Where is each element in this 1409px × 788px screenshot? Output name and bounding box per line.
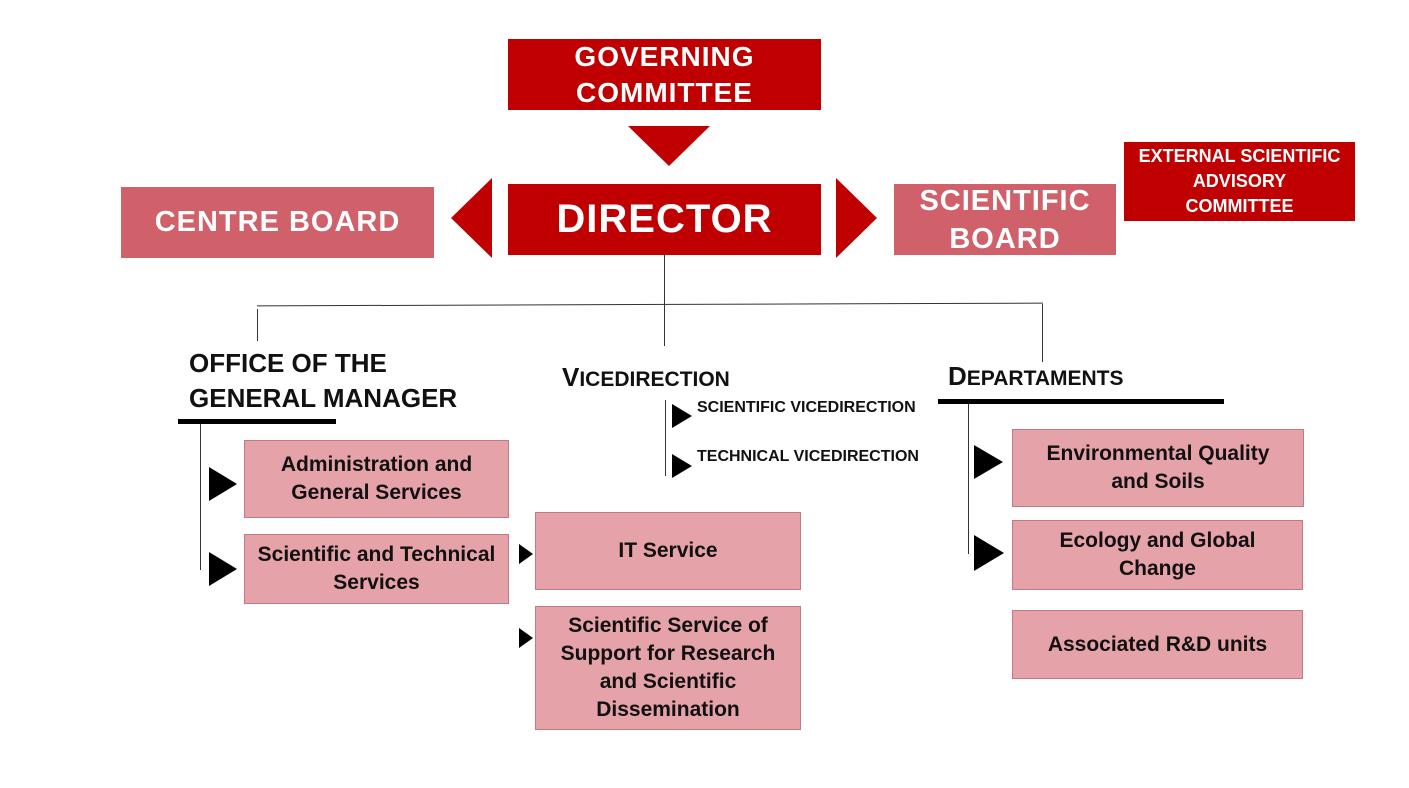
scientific-board-line1: SCIENTIFIC xyxy=(919,184,1091,217)
governing-committee-line2: COMMITTEE xyxy=(576,76,753,108)
office-underline xyxy=(178,419,336,424)
it-service-box: IT Service xyxy=(535,512,801,590)
scientific-technical-services-line2: Services xyxy=(333,571,420,594)
office-heading-line2: GENERAL MANAGER xyxy=(189,383,458,413)
director-box: DIRECTOR xyxy=(508,184,821,255)
office-branch-line xyxy=(257,309,258,341)
office-heading-line1: OFFICE OF THE xyxy=(189,348,387,378)
departments-underline xyxy=(938,399,1224,404)
scientific-board-box: SCIENTIFIC BOARD xyxy=(894,184,1116,255)
external-committee-box: EXTERNAL SCIENTIFIC ADVISORY COMMITTEE xyxy=(1124,142,1355,221)
departments-heading-cap: D xyxy=(948,361,967,391)
right-arrow-icon xyxy=(836,178,877,258)
scientific-support-service-line2: Support for Research xyxy=(560,642,776,665)
governing-committee-line1: GOVERNING xyxy=(574,40,755,72)
office-heading: OFFICE OF THE GENERAL MANAGER xyxy=(189,346,457,416)
administration-services-line2: General Services xyxy=(291,481,462,504)
departments-list-line xyxy=(968,404,969,554)
vicedirection-heading-rest: ICEDIRECTION xyxy=(579,368,730,391)
departments-branch-line xyxy=(1042,304,1043,362)
departments-heading: DEPARTAMENTS xyxy=(948,359,1124,396)
governing-committee-box: GOVERNING COMMITTEE xyxy=(508,39,821,110)
pointer-icon xyxy=(209,467,237,501)
environmental-quality-line1: Environmental Quality xyxy=(1046,442,1270,465)
external-committee-line3: COMMITTEE xyxy=(1185,196,1294,216)
left-arrow-icon xyxy=(451,178,492,258)
scientific-technical-services-line1: Scientific and Technical xyxy=(257,543,496,566)
director-stem-line xyxy=(664,254,665,346)
scientific-support-service-line3: and Scientific xyxy=(599,670,737,693)
environmental-quality-box: Environmental Quality and Soils xyxy=(1012,429,1304,507)
pointer-icon xyxy=(672,454,692,478)
pointer-icon xyxy=(974,535,1004,571)
scientific-board-line2: BOARD xyxy=(949,222,1061,255)
ecology-global-change-box: Ecology and Global Change xyxy=(1012,520,1303,590)
vicedirection-heading: VICEDIRECTION xyxy=(562,360,730,397)
external-committee-line1: EXTERNAL SCIENTIFIC xyxy=(1138,146,1341,166)
associated-units-box: Associated R&D units xyxy=(1012,610,1303,679)
scientific-support-service-box: Scientific Service of Support for Resear… xyxy=(535,606,801,730)
down-arrow-icon xyxy=(628,126,710,166)
scientific-vicedirection-item: SCIENTIFIC VICEDIRECTION xyxy=(697,399,916,416)
scientific-support-service-line4: Dissemination xyxy=(596,698,740,721)
it-service-label: IT Service xyxy=(618,539,718,562)
pointer-icon xyxy=(672,404,692,428)
ecology-global-change-line2: Change xyxy=(1118,557,1196,580)
departments-heading-rest: EPARTAMENTS xyxy=(966,367,1124,390)
pointer-icon xyxy=(519,544,533,564)
scientific-technical-services-box: Scientific and Technical Services xyxy=(244,534,509,604)
pointer-icon xyxy=(519,628,533,648)
centre-board-label: CENTRE BOARD xyxy=(154,206,401,238)
vicedirection-heading-cap: V xyxy=(562,362,580,392)
vicedirection-list-line xyxy=(665,400,666,476)
technical-vicedirection-item: TECHNICAL VICEDIRECTION xyxy=(697,448,919,465)
director-label: DIRECTOR xyxy=(556,197,773,241)
administration-services-box: Administration and General Services xyxy=(244,440,509,518)
pointer-icon xyxy=(209,552,237,586)
centre-board-box: CENTRE BOARD xyxy=(121,187,434,258)
ecology-global-change-line1: Ecology and Global xyxy=(1059,529,1256,552)
pointer-icon xyxy=(974,445,1003,479)
scientific-support-service-line1: Scientific Service of xyxy=(568,614,768,637)
external-committee-line2: ADVISORY xyxy=(1192,171,1287,191)
associated-units-label: Associated R&D units xyxy=(1047,632,1268,656)
office-list-line xyxy=(200,424,201,570)
administration-services-line1: Administration and xyxy=(280,453,473,476)
environmental-quality-line2: and Soils xyxy=(1111,470,1205,493)
